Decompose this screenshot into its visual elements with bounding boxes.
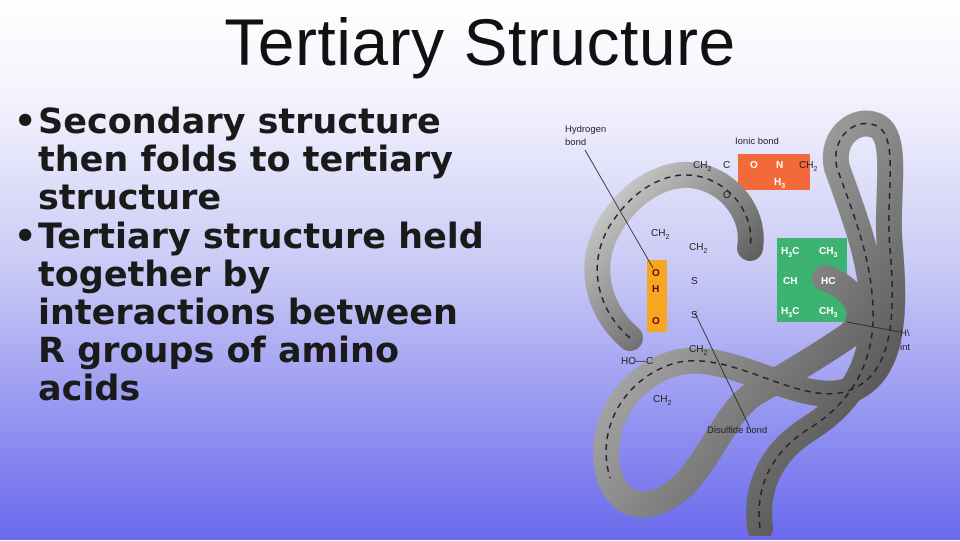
bullet-text: Tertiary structure held together by inte…: [38, 217, 484, 409]
ionic-bond-label: Ionic bond: [735, 136, 779, 147]
bullet-marker: •: [14, 102, 37, 142]
chem-o-hbond: O: [652, 268, 660, 279]
chem-c-top: C: [723, 160, 730, 171]
chem-h3c-bottom: H3C: [781, 306, 799, 319]
protein-ribbon: [593, 110, 906, 541]
chem-ch2-s-bottom: CH2: [689, 344, 707, 357]
chem-h3c-top: H3C: [781, 246, 799, 259]
hydrophobic-leader: [846, 321, 901, 333]
bullet-item-2: • Tertiary structure held together by in…: [14, 217, 494, 409]
hydrophobic-label-line2: int: [900, 342, 910, 353]
ionic-bond-box: [738, 154, 810, 190]
hydrogen-bond-leader: [584, 149, 654, 269]
hydrogen-bond-label-line2: bond: [565, 137, 586, 148]
protein-ribbon-coil-line-2: [596, 174, 752, 339]
protein-ribbon-coil-line: [605, 122, 893, 529]
chem-hc: HC: [821, 276, 835, 287]
chem-n-ionic: N: [776, 160, 783, 171]
slide-title: Tertiary Structure: [224, 5, 736, 79]
chem-o-below: O: [723, 190, 731, 201]
chem-s-1: S: [691, 276, 698, 287]
chem-ch3-bottom: CH3: [819, 306, 837, 319]
hydrophobic-label-line1: H\: [900, 328, 910, 339]
disulfide-bond-label: Disulfide bond: [707, 425, 767, 436]
chem-o-ionic: O: [750, 160, 758, 171]
bullet-item-1: • Secondary structure then folds to tert…: [14, 102, 494, 218]
chem-ch2-top: CH2: [693, 160, 711, 173]
bullet-list: • Secondary structure then folds to tert…: [14, 102, 494, 410]
hydrogen-bond-box: [647, 260, 667, 332]
chem-o-hbond-lower: O: [652, 316, 660, 327]
protein-tertiary-structure-diagram: Hydrogen bond Ionic bond Disulfide bond …: [555, 108, 955, 541]
chem-ch2-right: CH2: [799, 160, 817, 173]
chem-s-2: S: [691, 310, 698, 321]
bullet-marker: •: [14, 217, 37, 258]
protein-ribbon-illustration: Hydrogen bond Ionic bond Disulfide bond …: [565, 110, 910, 541]
disulfide-bond-leader: [694, 312, 751, 429]
bullet-text: Secondary structure then folds to tertia…: [38, 102, 453, 218]
chem-h-hbond: H: [652, 284, 659, 295]
chem-ho-c: HO—C: [621, 356, 653, 367]
chem-ch2-bottom: CH2: [653, 394, 671, 407]
chem-h3-ionic: H3: [774, 177, 785, 190]
chem-ch2-s-top: CH2: [689, 242, 707, 255]
hydrogen-bond-label-line1: Hydrogen: [565, 124, 606, 135]
chem-ch3-top: CH3: [819, 246, 837, 259]
chem-ch: CH: [783, 276, 797, 287]
chem-ch2-left: CH2: [651, 228, 669, 241]
